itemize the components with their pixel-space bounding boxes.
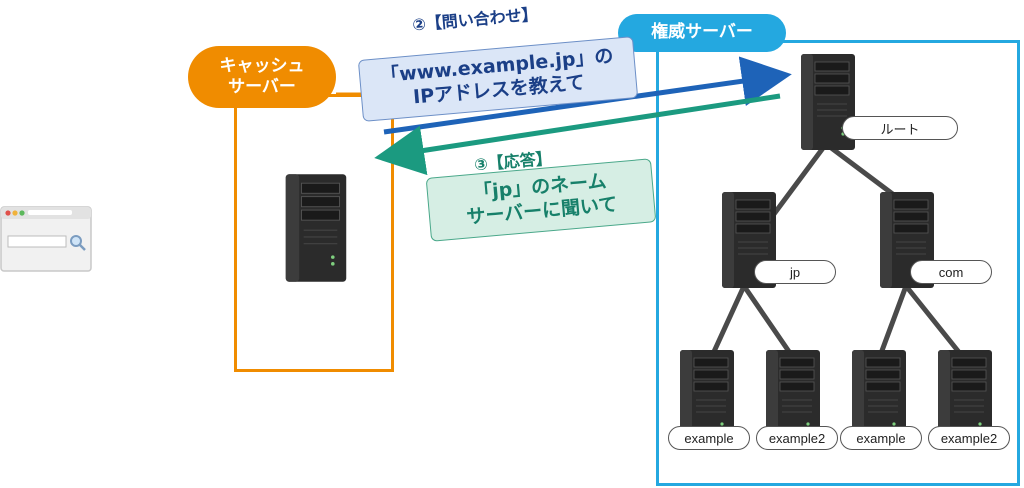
node-label-example2-b: example2 — [928, 426, 1010, 450]
node-label-example2: example2 — [756, 426, 838, 450]
authoritative-server-frame — [656, 40, 1020, 486]
magnifier-icon — [70, 235, 86, 251]
node-label-root: ルート — [842, 116, 958, 140]
node-label-example-b: example — [840, 426, 922, 450]
cache-server-icon — [281, 172, 351, 288]
response-arrow — [374, 93, 781, 176]
cache-server-label: キャッシュ サーバー — [188, 46, 336, 108]
request-arrow — [383, 56, 792, 135]
node-label-example: example — [668, 426, 750, 450]
cache-server-label-line2: サーバー — [228, 77, 296, 97]
cache-server-label-line1: キャッシュ — [219, 55, 305, 76]
root-server-icon — [797, 52, 859, 156]
browser-window-icon — [0, 206, 92, 272]
authoritative-server-label: 権威サーバー — [618, 14, 786, 52]
node-label-jp: jp — [754, 260, 836, 284]
node-label-com: com — [910, 260, 992, 284]
